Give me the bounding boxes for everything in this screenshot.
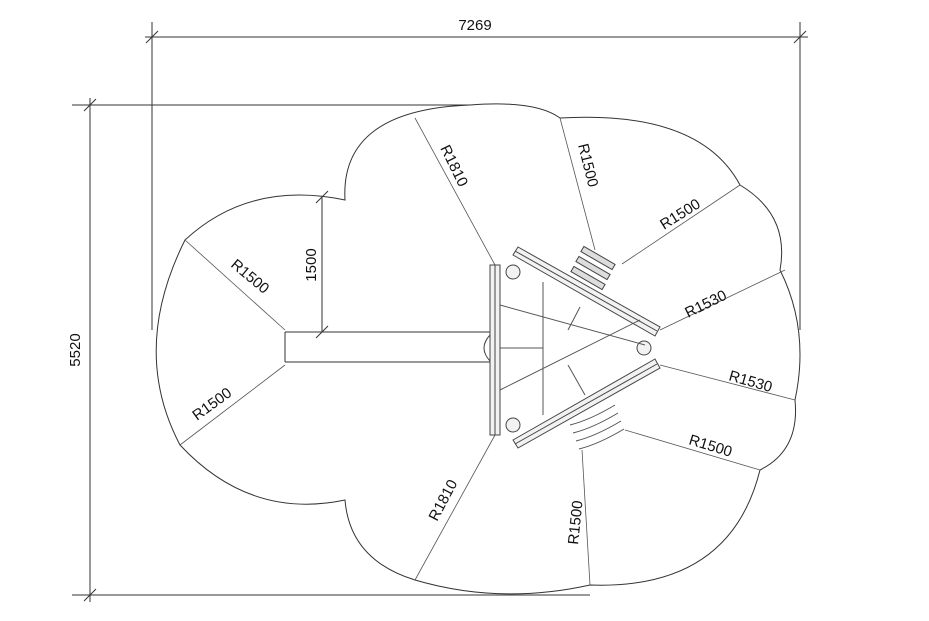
- radius-label-right-mid-lower: R1530: [727, 368, 774, 397]
- height-dimension: [72, 98, 590, 602]
- post: [505, 264, 521, 280]
- entry-arc: [483, 334, 491, 362]
- dimension-tick: [315, 325, 329, 339]
- width-label: 7269: [458, 17, 491, 34]
- radius-label-left-lower: R1500: [189, 385, 235, 425]
- play-structure: [483, 245, 661, 450]
- post: [636, 340, 652, 356]
- radius-label-right-mid-upper: R1530: [682, 287, 729, 322]
- radius-lines: [179, 117, 796, 586]
- ladder-top: [570, 245, 616, 291]
- inner-dimension-label: 1500: [303, 248, 320, 281]
- rope-net: [499, 282, 646, 415]
- radius-label-bottom: R1810: [426, 477, 462, 524]
- radius-label-right-lower: R1500: [687, 432, 734, 461]
- radius-label-left-upper: R1500: [227, 256, 272, 297]
- rope-ladder: [569, 404, 625, 450]
- dimension-tick: [315, 190, 329, 204]
- width-dimension: [145, 22, 808, 330]
- safety-zone-outline: [155, 103, 801, 595]
- radius-label-top: R1810: [436, 142, 471, 189]
- radius-label-top-right: R1500: [574, 142, 601, 189]
- height-label: 5520: [67, 333, 84, 366]
- radius-label-bottom-right: R1500: [565, 500, 587, 546]
- post: [505, 417, 521, 433]
